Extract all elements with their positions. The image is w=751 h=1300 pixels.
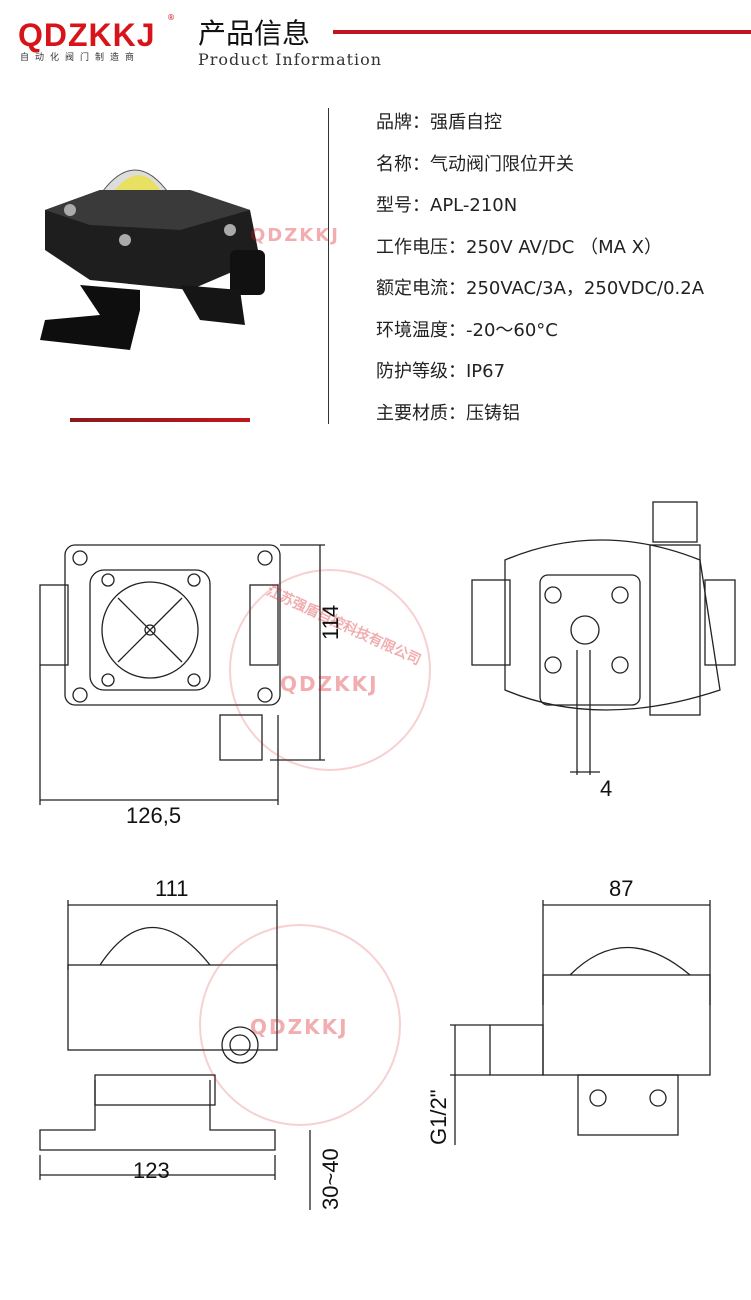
logo-tagline: 自动化阀门制造商 [20,53,141,63]
header-divider [333,30,751,34]
dim-thread: G1/2" [426,1089,451,1145]
vertical-divider [328,108,329,424]
spec-current: 额定电流：250VAC/3A，250VDC/0.2A [376,278,705,299]
bottom-view-drawing [39,900,311,1210]
dim-front-height: 114 [318,604,343,640]
dim-front-width: 126,5 [126,803,182,828]
product-photo [40,169,265,350]
watermark-logo-top: QDZKKJ [250,225,340,246]
spec-temperature: 环境温度：-20～60°C [376,319,558,341]
dim-right-width: 87 [609,876,634,901]
right-view-drawing [450,900,711,1145]
spec-protection: 防护等级：IP67 [376,361,506,382]
page-title: 产品信息 [198,17,311,50]
spec-brand: 品牌：强盾自控 [376,112,502,133]
spec-model: 型号：APL-210N [376,195,518,216]
brand-logo: QDZKKJ [18,17,156,53]
dim-side-offset: 4 [600,776,613,801]
registered-mark: ® [167,13,175,22]
side-view-drawing [471,501,736,775]
front-view-drawing [39,544,325,805]
spec-material: 主要材质：压铸铝 [376,402,520,424]
spec-name: 名称：气动阀门限位开关 [376,153,574,175]
dim-bottom-base: 123 [133,1158,170,1183]
watermark-logo-bottom: QDZKKJ [250,1015,349,1039]
spec-voltage: 工作电压：250V AV/DC （MA X） [376,236,662,258]
photo-underline [70,418,250,422]
spec-list: 品牌：强盾自控 名称：气动阀门限位开关 型号：APL-210N 工作电压：250… [376,110,704,442]
dim-bottom-width: 111 [155,876,189,901]
page-subtitle: Product Information [198,50,383,69]
watermark-logo: QDZKKJ [280,672,379,696]
technical-drawings [39,501,736,1210]
dim-bottom-height: 30~40 [318,1148,343,1210]
